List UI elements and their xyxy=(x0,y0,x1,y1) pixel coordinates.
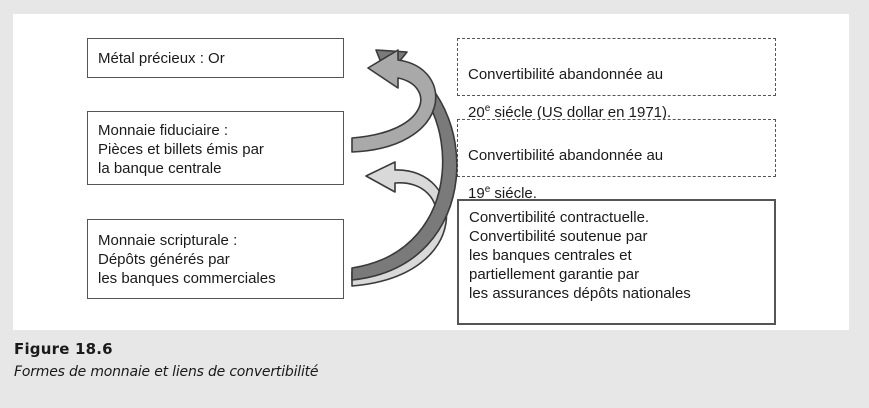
box-convertibilite-19e: Convertibilité abandonnée au 19e siécle. xyxy=(457,119,776,202)
convertibilite-19e-ordinal: 19 xyxy=(468,185,485,202)
convertibilite-19e-line1: Convertibilité abandonnée au xyxy=(468,147,664,164)
convertibilite-20e-line1: Convertibilité abandonnée au xyxy=(468,66,664,83)
box-monnaie-fiduciaire: Monnaie fiduciaire : Pièces et billets é… xyxy=(87,111,344,185)
figure-subtitle: Formes de monnaie et liens de convertibi… xyxy=(14,364,319,380)
box-convertibilite-20e: Convertibilité abandonnée au 20e siécle … xyxy=(457,38,776,121)
box-metal-precieux: Métal précieux : Or xyxy=(87,38,344,78)
convertibilite-19e-sup: e xyxy=(484,184,491,195)
box-monnaie-scripturale: Monnaie scripturale : Dépôts générés par… xyxy=(87,219,344,299)
arrow-fiduciaire-to-metal xyxy=(351,49,437,153)
arrow-scripturale-to-metal xyxy=(351,49,458,281)
figure-title: Figure 18.6 xyxy=(14,340,113,358)
convertibilite-20e-ordinal: 20 xyxy=(468,104,485,121)
box-convertibilite-contractuelle: Convertibilité contractuelle. Convertibi… xyxy=(457,199,776,325)
convertibilite-19e-rest: siécle. xyxy=(490,185,537,202)
convertibilite-20e-sup: e xyxy=(484,103,491,114)
convertibilite-20e-rest: siécle (US dollar en 1971). xyxy=(490,104,672,121)
